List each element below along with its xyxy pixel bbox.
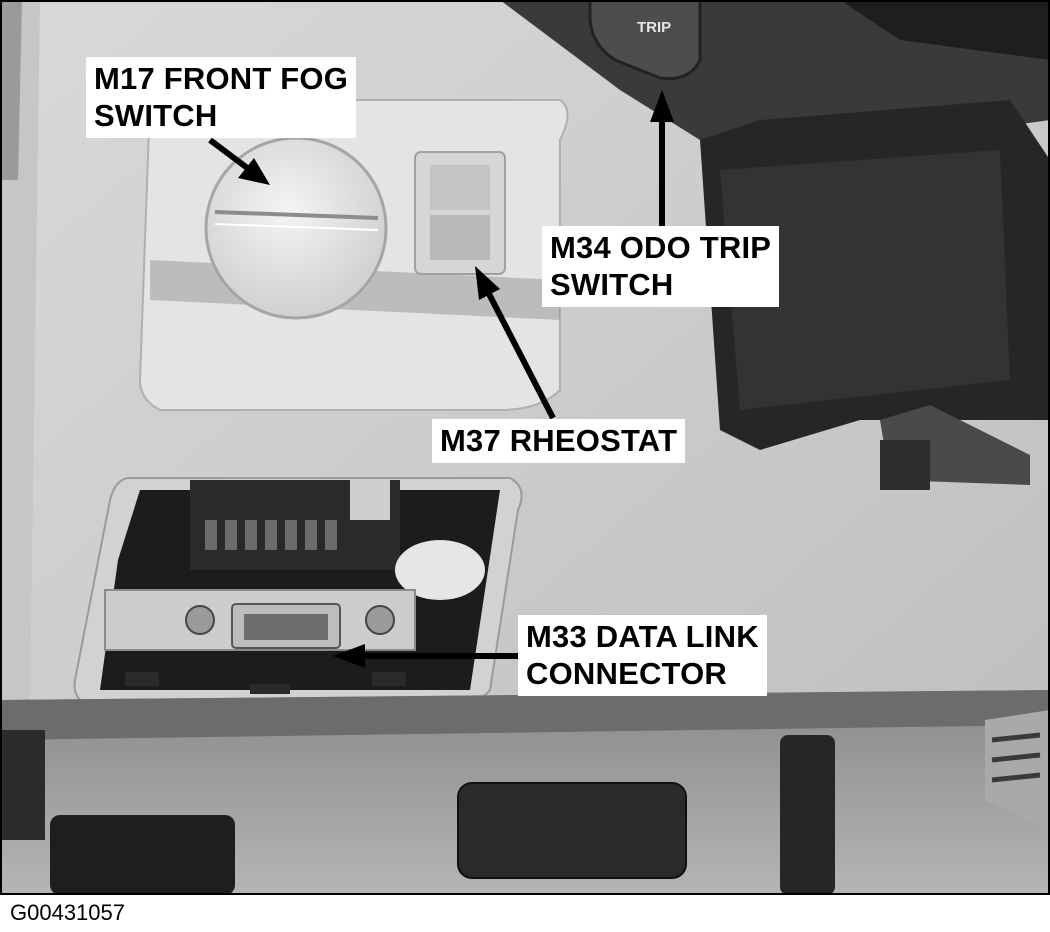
odo-trip-arrow: [650, 90, 674, 226]
rheostat-callout: M37 RHEOSTAT: [432, 419, 686, 463]
dashboard-photo: TRIP: [0, 0, 1050, 895]
rheostat-callout-line1: M37 RHEOSTAT: [440, 423, 678, 458]
odo-trip-callout-line1: M34 ODO TRIP: [550, 230, 772, 265]
trip-button: [588, 0, 702, 81]
fog-switch-knob: [204, 136, 388, 320]
fog-switch-arrow: [208, 137, 270, 185]
figure-id: G00431057: [10, 900, 125, 925]
accelerator-pedal: [780, 735, 835, 895]
fog-switch-callout: M17 FRONT FOG SWITCH: [86, 57, 357, 138]
data-link-callout: M33 DATA LINK CONNECTOR: [518, 615, 767, 696]
data-link-callout-line2: CONNECTOR: [526, 656, 728, 691]
brake-pedal: [457, 782, 687, 879]
fog-switch-callout-line2: SWITCH: [94, 98, 218, 133]
rheostat-arrow: [475, 266, 556, 420]
trip-button-label: TRIP: [637, 19, 671, 36]
odo-trip-callout: M34 ODO TRIP SWITCH: [542, 226, 780, 307]
rheostat-dial: [414, 151, 506, 275]
data-link-arrow: [333, 644, 518, 668]
left-pedal: [50, 815, 235, 895]
data-link-callout-line1: M33 DATA LINK: [526, 619, 759, 654]
data-link-connector: [231, 603, 341, 649]
odo-trip-callout-line2: SWITCH: [550, 267, 674, 302]
fog-switch-callout-line1: M17 FRONT FOG: [94, 61, 349, 96]
